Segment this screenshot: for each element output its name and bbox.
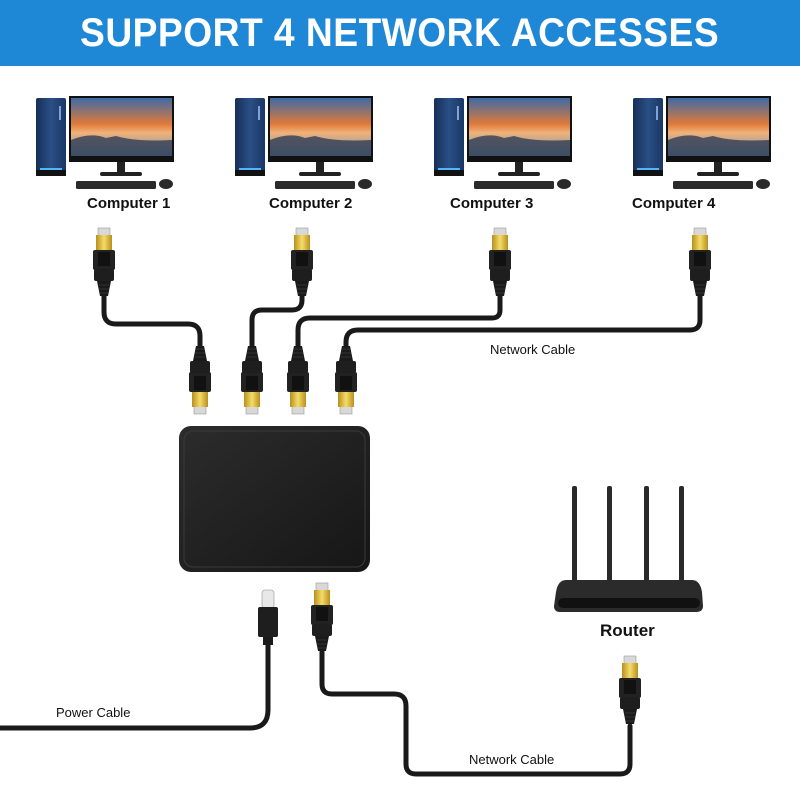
title-banner: SUPPORT 4 NETWORK ACCESSES — [0, 0, 800, 66]
cable-computer-4 — [343, 293, 703, 349]
computer-4 — [633, 96, 771, 189]
rj45-plug-icon — [688, 227, 712, 297]
computer-2-label: Computer 2 — [269, 195, 353, 212]
computer-2 — [235, 96, 373, 189]
desktop-computer-icon — [434, 96, 572, 189]
desktop-computer-icon — [235, 96, 373, 189]
usb-c-plug-icon — [258, 589, 278, 645]
computer-3-label: Computer 3 — [450, 195, 534, 212]
rj45-plug-icon — [488, 227, 512, 297]
router-label: Router — [600, 621, 655, 640]
upper-network-cables — [101, 293, 703, 349]
rj45-plug-icon — [618, 655, 642, 725]
rj45-plug-icon — [92, 227, 116, 297]
computer-1 — [36, 96, 174, 189]
router-network-cable — [319, 647, 633, 777]
power-cable-label: Power Cable — [56, 705, 131, 720]
router-icon — [554, 486, 703, 612]
computer-4-label: Computer 4 — [632, 195, 716, 212]
cable-computer-2 — [249, 293, 305, 349]
cable-computer-1 — [101, 293, 203, 349]
rj45-plug-icon — [189, 346, 211, 414]
computer-1-label: Computer 1 — [87, 195, 171, 212]
network-switch-icon — [179, 426, 370, 572]
rj45-plug-icon — [290, 227, 314, 297]
banner-title: SUPPORT 4 NETWORK ACCESSES — [80, 10, 720, 55]
rj45-plug-icon — [287, 346, 309, 414]
rj45-plug-icon — [310, 582, 334, 652]
desktop-computer-icon — [36, 96, 174, 189]
rj45-plug-icon — [241, 346, 263, 414]
rj45-plug-icon — [335, 346, 357, 414]
computer-3 — [434, 96, 572, 189]
desktop-computer-icon — [633, 96, 771, 189]
cable-computer-3 — [295, 293, 503, 349]
power-cable — [0, 637, 271, 731]
lower-network-cable-label: Network Cable — [469, 752, 555, 767]
upper-network-cable-label: Network Cable — [490, 342, 576, 357]
